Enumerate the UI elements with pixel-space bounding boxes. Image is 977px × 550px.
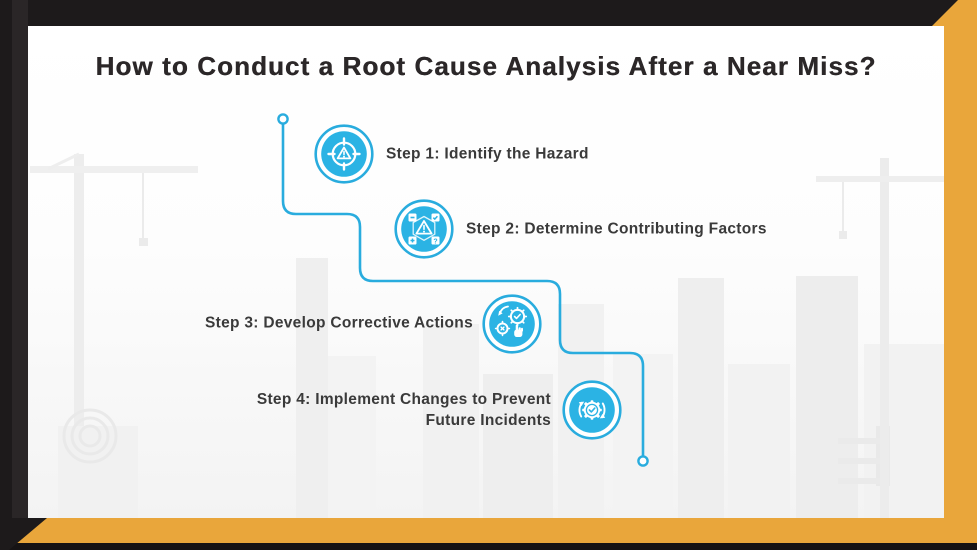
step-4-label: Step 4: Implement Changes to Prevent Fut…	[257, 389, 551, 431]
bottom-black-strip	[0, 543, 977, 550]
gear-check-core	[582, 400, 602, 420]
step-4-badge	[561, 379, 623, 441]
step-4-label-line-2: Future Incidents	[425, 412, 551, 429]
step-3-label: Step 3: Develop Corrective Actions	[205, 313, 473, 334]
bottom-left-black-corner	[0, 518, 47, 550]
swirl-watermark-icon	[62, 408, 118, 464]
step-2-badge: ?	[393, 198, 455, 260]
step-3-badge	[481, 293, 543, 355]
svg-text:?: ?	[433, 238, 437, 245]
step-1-label-text: Step 1: Identify the Hazard	[386, 145, 589, 163]
right-yellow-strip	[932, 0, 977, 543]
bottom-yellow-band	[0, 518, 977, 543]
step-4-label-line-1: Step 4: Implement Changes to Prevent	[256, 391, 551, 408]
step-3-label-text: Step 3: Develop Corrective Actions	[204, 314, 473, 332]
corrective-actions-gears-icon	[482, 294, 542, 354]
content-card	[28, 26, 944, 518]
contributing-factors-icon: ?	[394, 199, 454, 259]
left-tower-crane-icon	[30, 152, 198, 518]
right-tower-crane-icon	[816, 158, 944, 518]
hazard-target-icon	[314, 124, 374, 184]
implement-cycle-icon	[562, 380, 622, 440]
construction-silhouette-art	[30, 152, 944, 518]
page-title: How to Conduct a Root Cause Analysis Aft…	[95, 51, 877, 81]
step-1-label: Step 1: Identify the Hazard	[386, 144, 589, 165]
step-1-badge	[313, 123, 375, 185]
step-2-label: Step 2: Determine Contributing Factors	[466, 219, 767, 240]
step-2-label-text: Step 2: Determine Contributing Factors	[466, 220, 767, 238]
left-border-inner-stripe	[12, 0, 28, 550]
